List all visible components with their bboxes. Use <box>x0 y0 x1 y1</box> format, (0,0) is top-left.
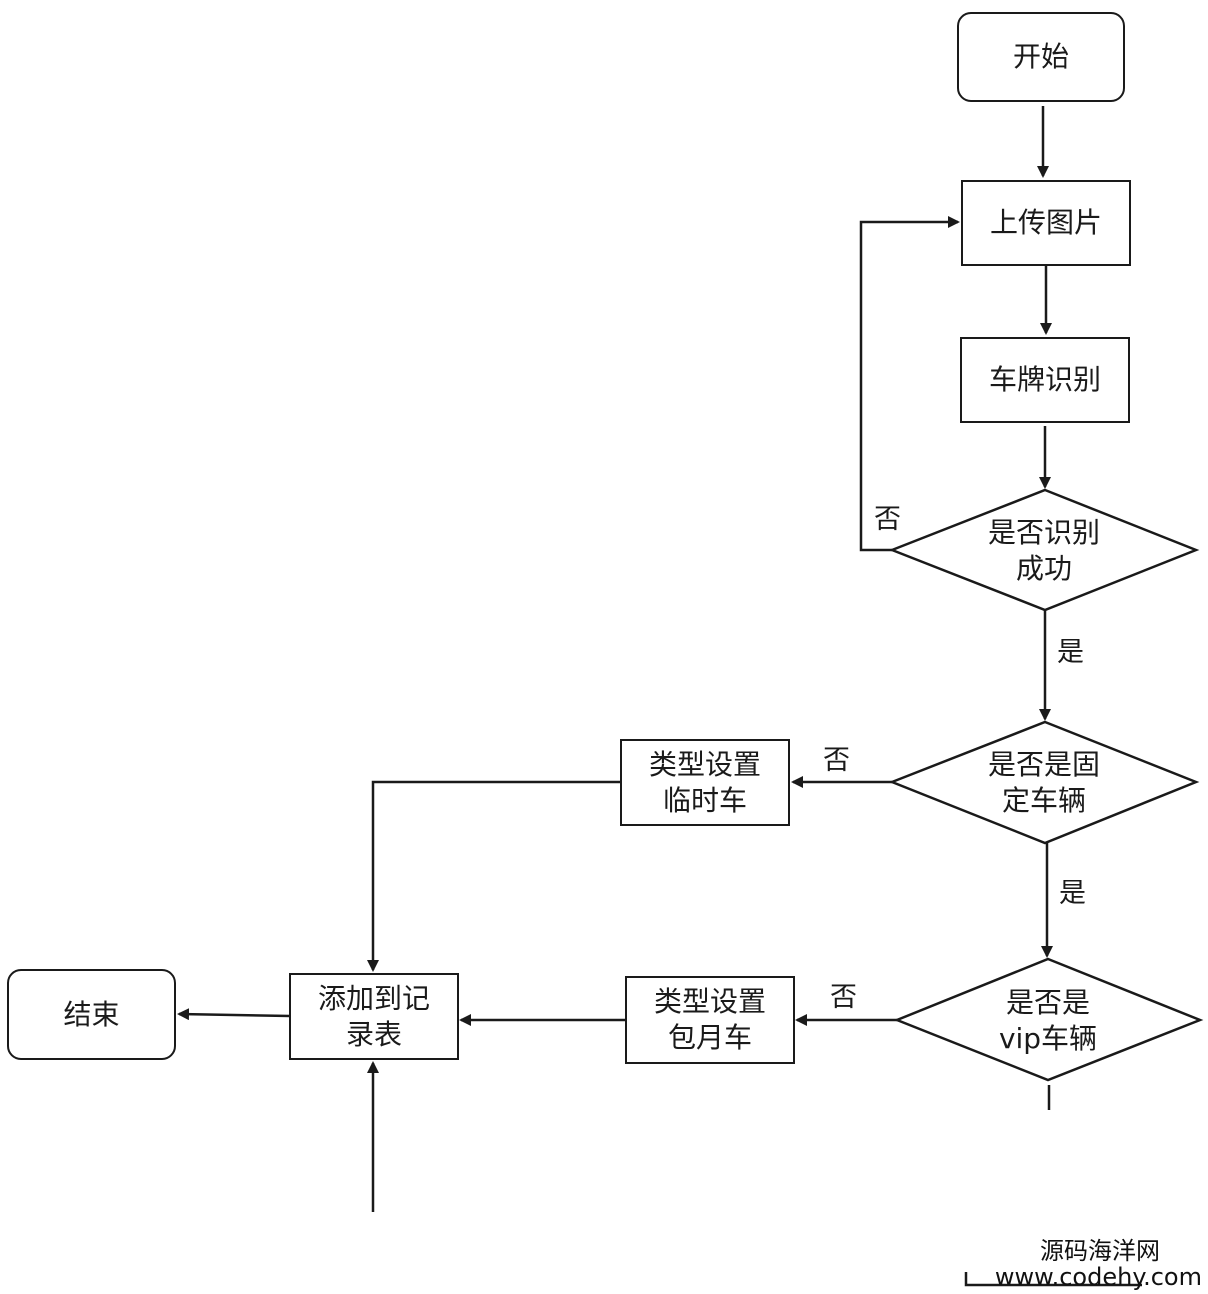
edge-label-success-no: 否 <box>874 504 901 535</box>
end-node: 结束 <box>7 969 176 1060</box>
edge-label-fixed-no: 否 <box>823 745 850 776</box>
cutoff-box-fragment <box>964 1272 1142 1287</box>
edge-success-no-loop <box>859 216 960 552</box>
upload-image-step: 上传图片 <box>961 180 1131 266</box>
set-temp-car-step: 类型设置 临时车 <box>620 739 790 826</box>
edge-label-vip-no: 否 <box>830 982 857 1013</box>
edge-temp-record <box>367 780 620 972</box>
set-monthly-car-label: 类型设置 包月车 <box>653 985 766 1054</box>
decision-fixed-shape <box>888 720 1200 845</box>
add-record-label: 添加到记 录表 <box>317 981 430 1051</box>
edge-record-end <box>177 1008 291 1021</box>
add-record-step: 添加到记 录表 <box>289 973 459 1060</box>
decision-fixed-label: 是否是固 定车辆 <box>987 748 1101 817</box>
set-temp-car-label: 类型设置 临时车 <box>648 747 761 817</box>
set-monthly-car-step: 类型设置 包月车 <box>625 976 795 1064</box>
upload-image-label: 上传图片 <box>989 206 1102 239</box>
start-node: 开始 <box>957 12 1125 102</box>
decision-success-label: 是否识别 成功 <box>987 516 1101 585</box>
edge-label-fixed-yes: 是 <box>1059 878 1086 909</box>
edge-label-success-yes: 是 <box>1057 637 1084 668</box>
plate-recognition-step: 车牌识别 <box>960 337 1130 423</box>
end-label: 结束 <box>63 997 120 1031</box>
decision-vip-label: 是否是 vip车辆 <box>998 986 1098 1055</box>
watermark-site-url: www.codehy.com <box>994 1263 1202 1291</box>
plate-recognition-label: 车牌识别 <box>988 363 1101 396</box>
watermark-site-name: 源码海洋网 <box>1040 1237 1160 1265</box>
decision-vip-shape <box>893 957 1204 1082</box>
start-label: 开始 <box>1012 40 1069 73</box>
